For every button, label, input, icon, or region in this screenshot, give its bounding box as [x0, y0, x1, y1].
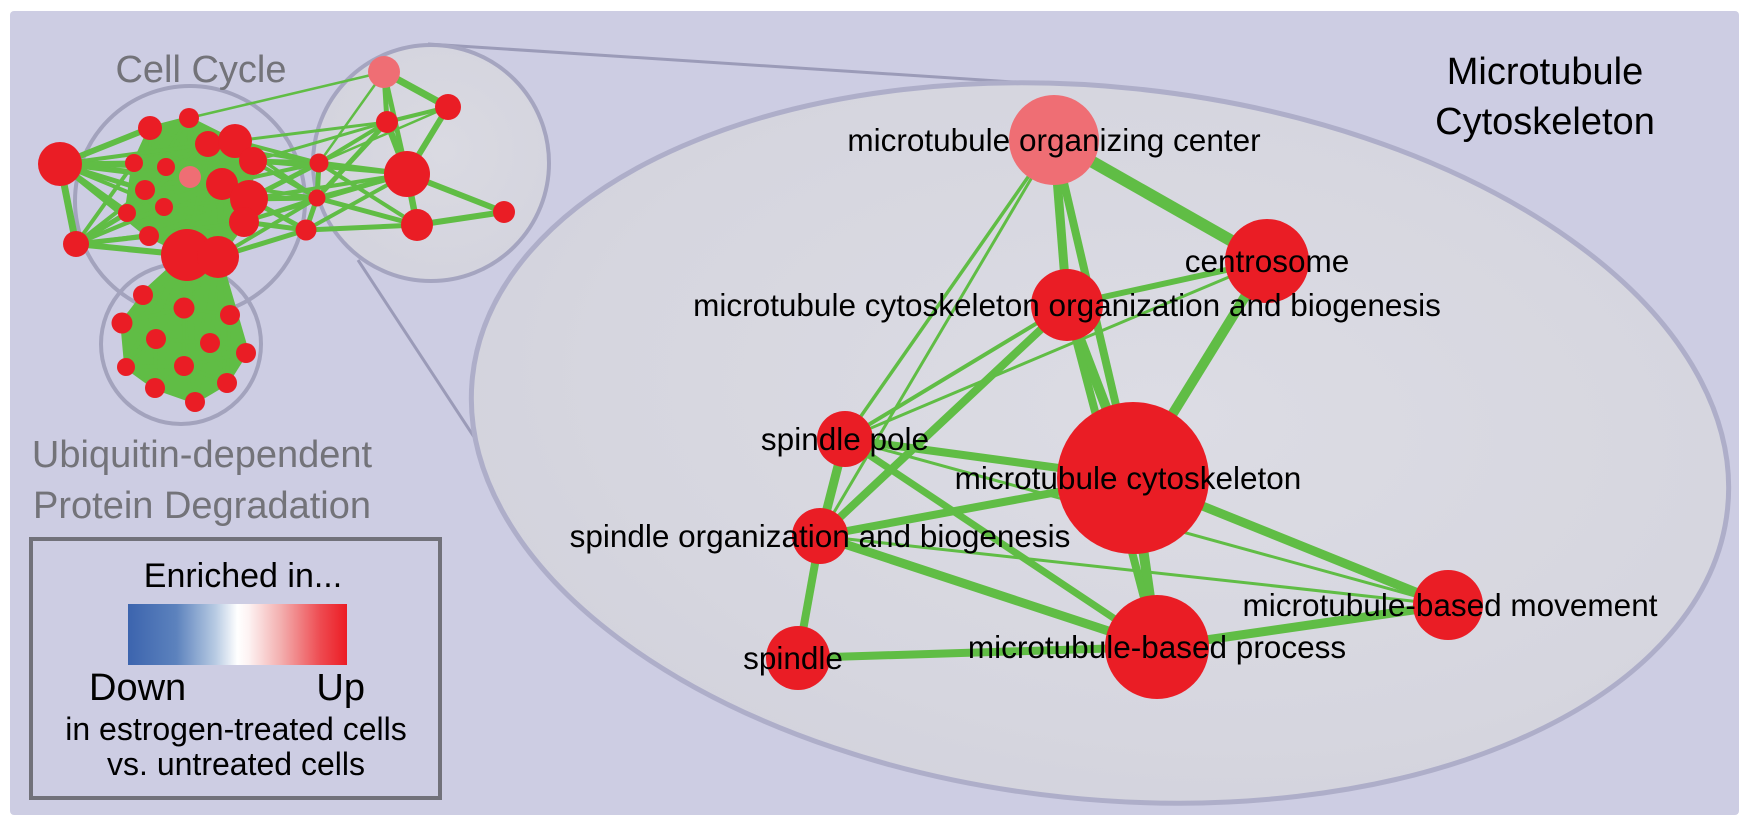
svg-text:Cell Cycle: Cell Cycle — [115, 49, 286, 91]
svg-text:microtubule organizing center: microtubule organizing center — [847, 122, 1260, 158]
svg-text:vs. untreated cells: vs. untreated cells — [107, 746, 365, 782]
svg-text:Microtubule: Microtubule — [1447, 51, 1643, 93]
svg-text:Protein Degradation: Protein Degradation — [33, 485, 371, 527]
svg-text:microtubule cytoskeleton: microtubule cytoskeleton — [955, 460, 1302, 496]
svg-text:spindle organization and bioge: spindle organization and biogenesis — [570, 518, 1071, 554]
svg-text:Ubiquitin-dependent: Ubiquitin-dependent — [32, 434, 373, 476]
svg-text:in estrogen-treated cells: in estrogen-treated cells — [65, 711, 407, 747]
svg-text:Down: Down — [89, 667, 186, 709]
svg-text:centrosome: centrosome — [1185, 243, 1350, 279]
svg-text:microtubule-based process: microtubule-based process — [968, 629, 1346, 665]
svg-text:Enriched in...: Enriched in... — [144, 557, 342, 595]
svg-text:spindle: spindle — [743, 640, 843, 676]
svg-text:microtubule cytoskeleton organ: microtubule cytoskeleton organization an… — [693, 287, 1441, 323]
svg-text:Up: Up — [316, 667, 365, 709]
svg-text:spindle pole: spindle pole — [761, 421, 929, 457]
svg-text:Cytoskeleton: Cytoskeleton — [1435, 101, 1655, 143]
svg-text:microtubule-based movement: microtubule-based movement — [1243, 587, 1658, 623]
